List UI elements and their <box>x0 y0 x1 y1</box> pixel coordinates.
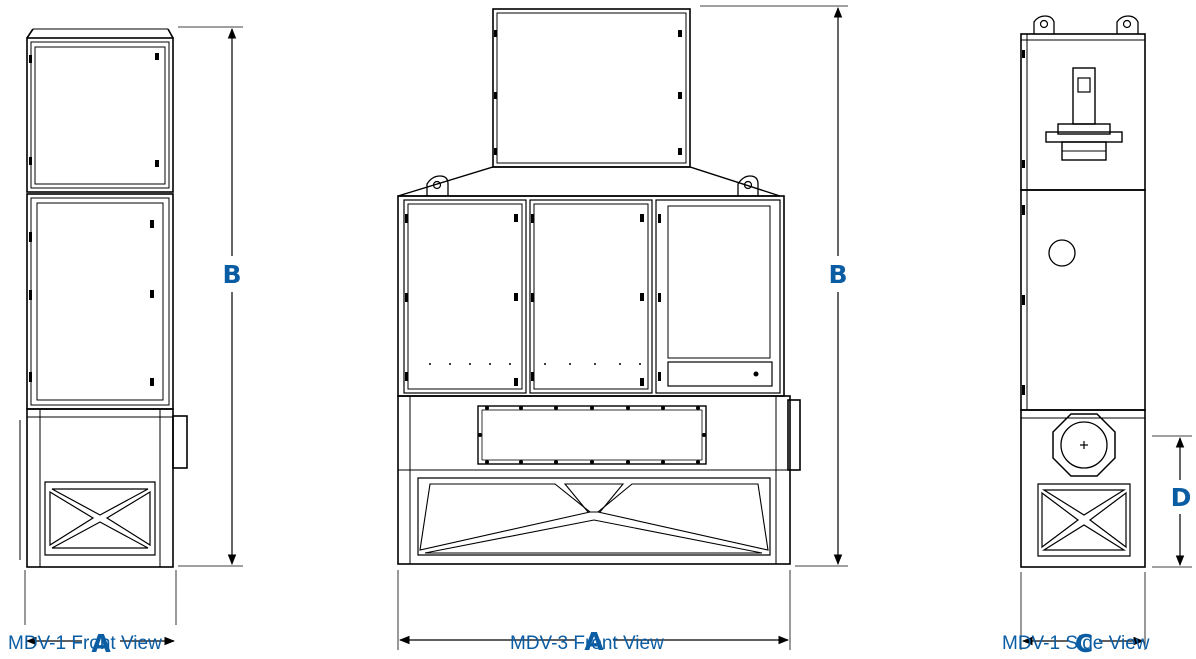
mdv1-side-width-label: C <box>1075 629 1093 658</box>
mdv1-front-caption: MDV-1 Front View <box>8 633 162 654</box>
mdv1-side-drawing <box>1020 15 1146 568</box>
mdv3-front-dimensions <box>397 5 848 650</box>
mdv3-front-caption: MDV-3 Front View <box>510 633 664 654</box>
mdv1-side-depth-label: D <box>1171 483 1192 512</box>
mdv3-front-width-label: A <box>584 627 604 656</box>
mdv1-front-height-label: B <box>222 260 241 289</box>
mdv1-front-drawing <box>19 28 188 568</box>
mdv3-front-height-label: B <box>828 260 847 289</box>
mdv1-front-width-label: A <box>91 629 111 658</box>
mdv1-side-dimensions <box>1020 435 1192 650</box>
mdv3-front-drawing <box>397 8 801 565</box>
mdv1-front-dimensions <box>24 26 243 646</box>
mdv1-side-caption: MDV-1 Side View <box>1002 633 1150 654</box>
